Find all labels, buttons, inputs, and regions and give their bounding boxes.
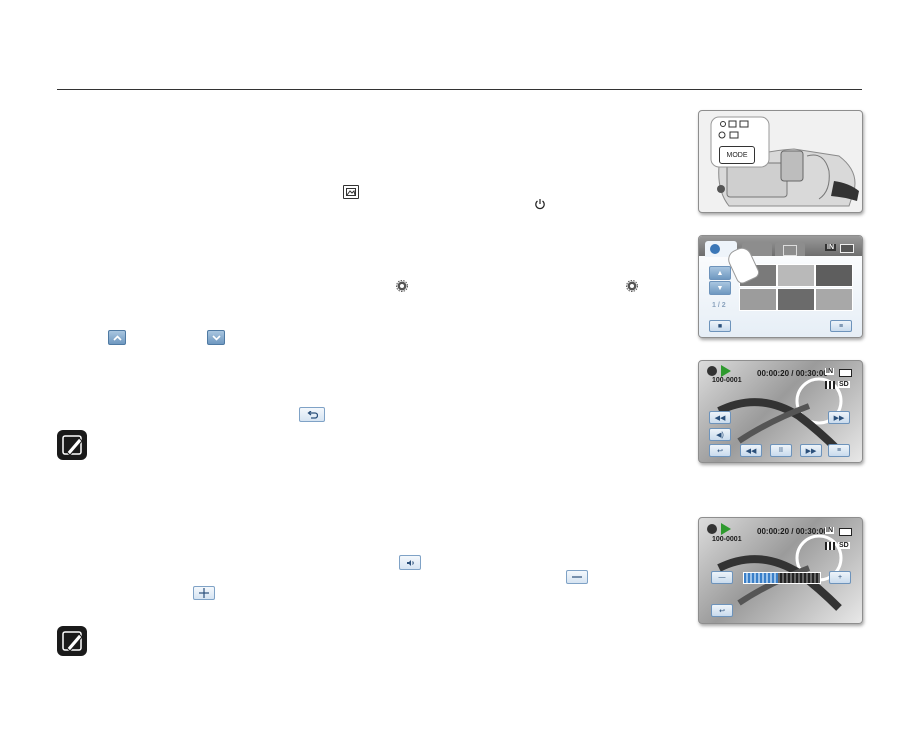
battery-icon (839, 528, 852, 536)
skip-back-button[interactable]: ◀◀ (709, 411, 731, 424)
thumbnail[interactable] (815, 264, 853, 287)
memory-badge: IN (825, 527, 834, 534)
settings-gear-icon (626, 280, 638, 292)
battery-icon (840, 244, 854, 253)
file-number: 100-0001 (712, 377, 742, 384)
page-counter: 1 / 2 (712, 302, 726, 309)
camcorder-illustration: MODE (698, 110, 863, 213)
quality-icon (825, 542, 835, 550)
volume-bar-fill (744, 573, 779, 583)
chevron-down-icon[interactable]: ▼ (709, 281, 731, 295)
memory-badge: IN (825, 244, 836, 251)
chevron-up-icon (108, 330, 126, 345)
settings-gear-icon (396, 280, 408, 292)
play-indicator-icon (721, 523, 731, 535)
speaker-icon[interactable]: ◀) (709, 428, 731, 441)
quality-icon (825, 381, 835, 389)
volume-bar[interactable] (743, 572, 821, 584)
play-indicator-icon (721, 365, 731, 377)
file-number: 100-0001 (712, 536, 742, 543)
settings-gear-icon (707, 366, 717, 376)
thumbnail-screen: IN ▲ ▼ 1 / 2 ■ ≡ (698, 235, 863, 338)
minus-button[interactable]: — (711, 571, 733, 584)
thumbnail[interactable] (739, 288, 777, 311)
return-arrow-icon[interactable]: ↩ (709, 444, 731, 457)
time-counter: 00:00:20 / 00:30:00 (757, 369, 828, 378)
time-counter: 00:00:20 / 00:30:00 (757, 527, 828, 536)
return-arrow-icon (299, 407, 325, 422)
pause-button[interactable]: II (770, 444, 792, 457)
settings-gear-icon (710, 244, 720, 254)
return-arrow-icon[interactable]: ↩ (711, 604, 733, 617)
header-rule (57, 89, 862, 90)
menu-button[interactable]: ≡ (828, 444, 850, 457)
battery-icon (839, 369, 852, 377)
rewind-button[interactable]: ◀◀ (740, 444, 762, 457)
settings-gear-icon (707, 524, 717, 534)
power-icon (533, 197, 547, 211)
thumbnail[interactable] (777, 288, 815, 311)
quality-badge: SD (838, 542, 850, 549)
photo-frame-icon (783, 245, 797, 256)
mode-button: MODE (719, 146, 755, 164)
chevron-up-icon[interactable]: ▲ (709, 266, 731, 280)
playback-screen: 00:00:20 / 00:30:00 IN 100-0001 SD ◀◀ ▶▶… (698, 360, 863, 463)
speaker-icon (399, 555, 421, 570)
note-pencil-icon (57, 430, 87, 460)
thumbnail[interactable] (777, 264, 815, 287)
fast-forward-button[interactable]: ▶▶ (800, 444, 822, 457)
quality-badge: SD (838, 381, 850, 388)
menu-button[interactable]: ≡ (830, 320, 852, 332)
plus-button[interactable]: + (829, 571, 851, 584)
chevron-down-icon (207, 330, 225, 345)
memory-badge: IN (825, 368, 834, 375)
photo-frame-icon (343, 185, 359, 199)
thumbnail[interactable] (815, 288, 853, 311)
skip-forward-button[interactable]: ▶▶ (828, 411, 850, 424)
minus-icon (566, 570, 588, 584)
note-pencil-icon (57, 626, 87, 656)
video-mode-button[interactable]: ■ (709, 320, 731, 332)
plus-icon (193, 586, 215, 600)
tab-photo (775, 242, 805, 256)
volume-screen: 00:00:20 / 00:30:00 IN 100-0001 SD — + ↩ (698, 517, 863, 624)
